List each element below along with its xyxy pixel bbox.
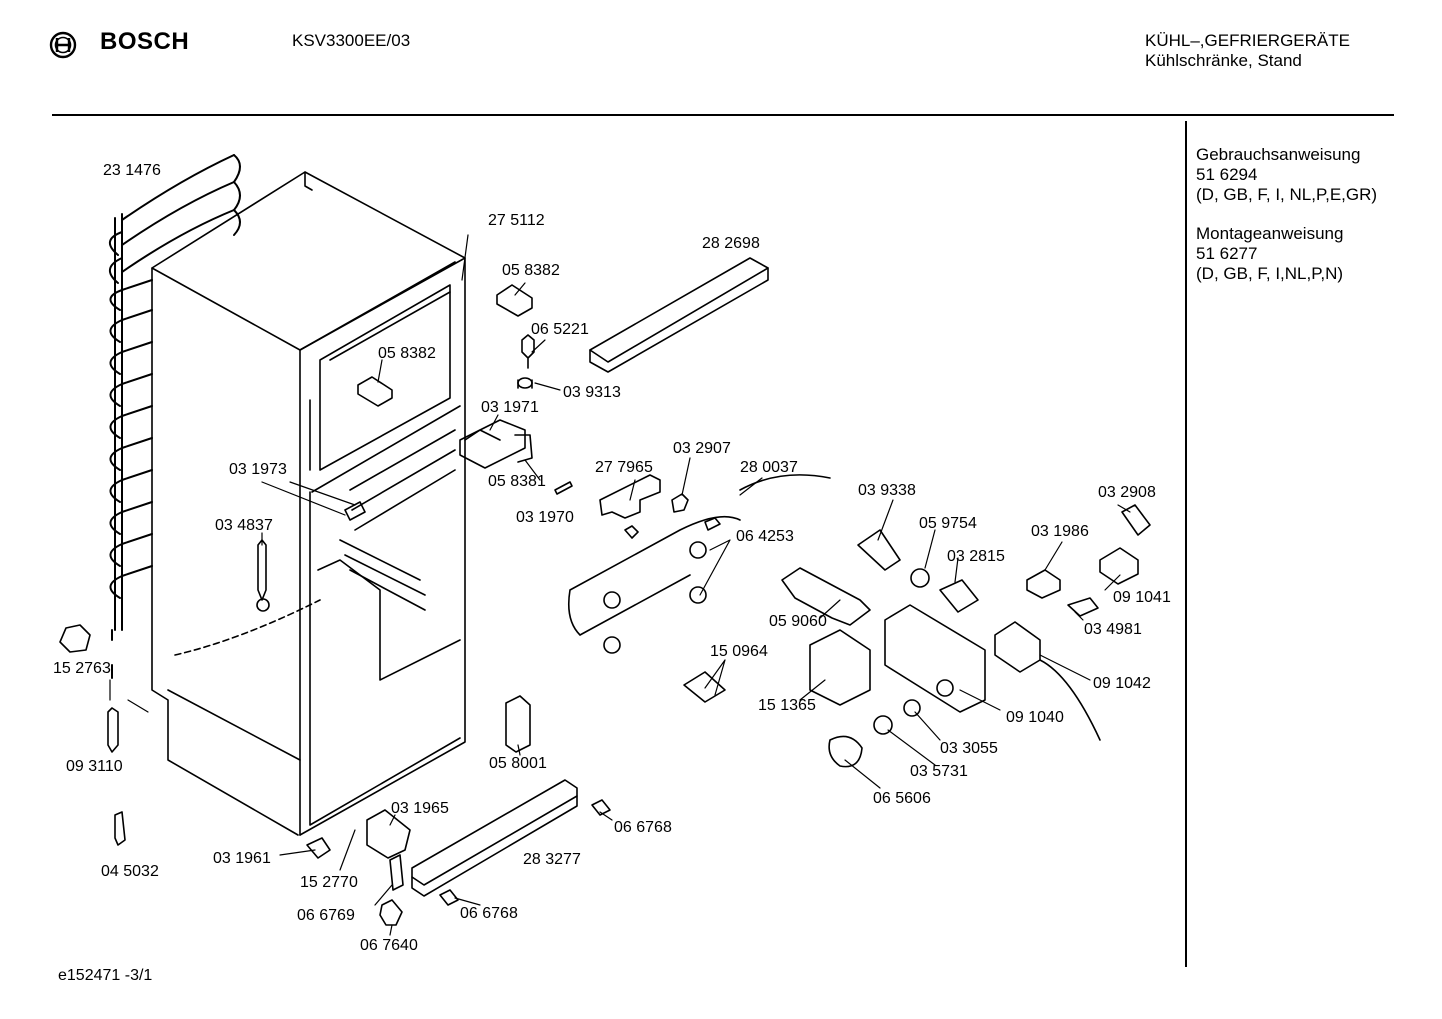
exploded-view-diagram (59, 154, 1151, 936)
part-label: 09 3110 (66, 758, 123, 775)
part-label: 28 0037 (740, 459, 798, 476)
sidebar-divider (1185, 121, 1187, 967)
part-label: 05 9754 (919, 515, 977, 532)
bosch-logo-icon (49, 31, 77, 59)
doc-title-installation: Montageanweisung (1196, 224, 1344, 243)
part-label: 06 5221 (531, 321, 589, 338)
part-label: 09 1042 (1093, 675, 1151, 692)
part-label: 15 2770 (300, 874, 358, 891)
part-label: 05 8001 (489, 755, 547, 772)
doc-languages-installation: (D, GB, F, I,NL,P,N) (1196, 264, 1344, 283)
part-label: 06 7640 (360, 937, 418, 954)
part-label: 03 1986 (1031, 523, 1089, 540)
part-label: 06 5606 (873, 790, 931, 807)
part-label: 09 1040 (1006, 709, 1064, 726)
model-number: KSV3300EE/03 (292, 31, 411, 50)
doc-languages-user-manual: (D, GB, F, I, NL,P,E,GR) (1196, 185, 1378, 204)
diagram-code: e152471 -3/1 (58, 967, 153, 984)
part-label: 03 4837 (215, 517, 273, 534)
part-label: 03 2908 (1098, 484, 1156, 501)
part-label: 28 2698 (702, 235, 760, 252)
part-label: 05 8382 (502, 262, 560, 279)
part-label: 03 1965 (391, 800, 449, 817)
leader-lines (109, 234, 1131, 936)
part-label: 06 6768 (614, 819, 672, 836)
part-label: 05 8382 (378, 345, 436, 362)
top-rail (589, 257, 769, 373)
part-label: 05 9060 (769, 613, 827, 630)
condenser-coil (109, 154, 241, 679)
part-label: 04 5032 (101, 863, 159, 880)
part-label: 03 4981 (1084, 621, 1142, 638)
part-label: 03 9338 (858, 482, 916, 499)
part-label: 03 1973 (229, 461, 287, 478)
part-label: 03 2907 (673, 440, 731, 457)
part-label: 28 3277 (523, 851, 581, 868)
part-label: 03 5731 (910, 763, 968, 780)
part-label: 23 1476 (103, 162, 161, 179)
part-label: 15 2763 (53, 660, 111, 677)
category-title: KÜHL–,GEFRIERGERÄTE (1145, 31, 1350, 50)
part-label: 15 0964 (710, 643, 768, 660)
fridge-cabinet (151, 171, 501, 836)
part-label: 15 1365 (758, 697, 816, 714)
part-label: 03 2815 (947, 548, 1005, 565)
doc-number-user-manual: 51 6294 (1196, 165, 1258, 184)
part-label: 06 6768 (460, 905, 518, 922)
part-label: 03 1970 (516, 509, 574, 526)
part-label: 27 7965 (595, 459, 653, 476)
part-label: 05 8381 (488, 473, 546, 490)
part-label: 03 1971 (481, 399, 539, 416)
header-divider (52, 114, 1394, 116)
lower-parts (306, 695, 611, 926)
part-label: 09 1041 (1113, 589, 1171, 606)
doc-title-user-manual: Gebrauchsanweisung (1196, 145, 1361, 164)
part-label: 03 9313 (563, 384, 621, 401)
part-label: 03 3055 (940, 740, 998, 757)
small-parts (59, 284, 831, 846)
brand-name: BOSCH (100, 28, 190, 55)
part-label: 06 6769 (297, 907, 355, 924)
part-label: 03 1961 (213, 850, 271, 867)
category-subtitle: Kühlschränke, Stand (1145, 51, 1302, 70)
part-label: 06 4253 (736, 528, 794, 545)
doc-number-installation: 51 6277 (1196, 244, 1258, 263)
part-label: 27 5112 (488, 212, 545, 229)
control-unit (683, 504, 1151, 768)
